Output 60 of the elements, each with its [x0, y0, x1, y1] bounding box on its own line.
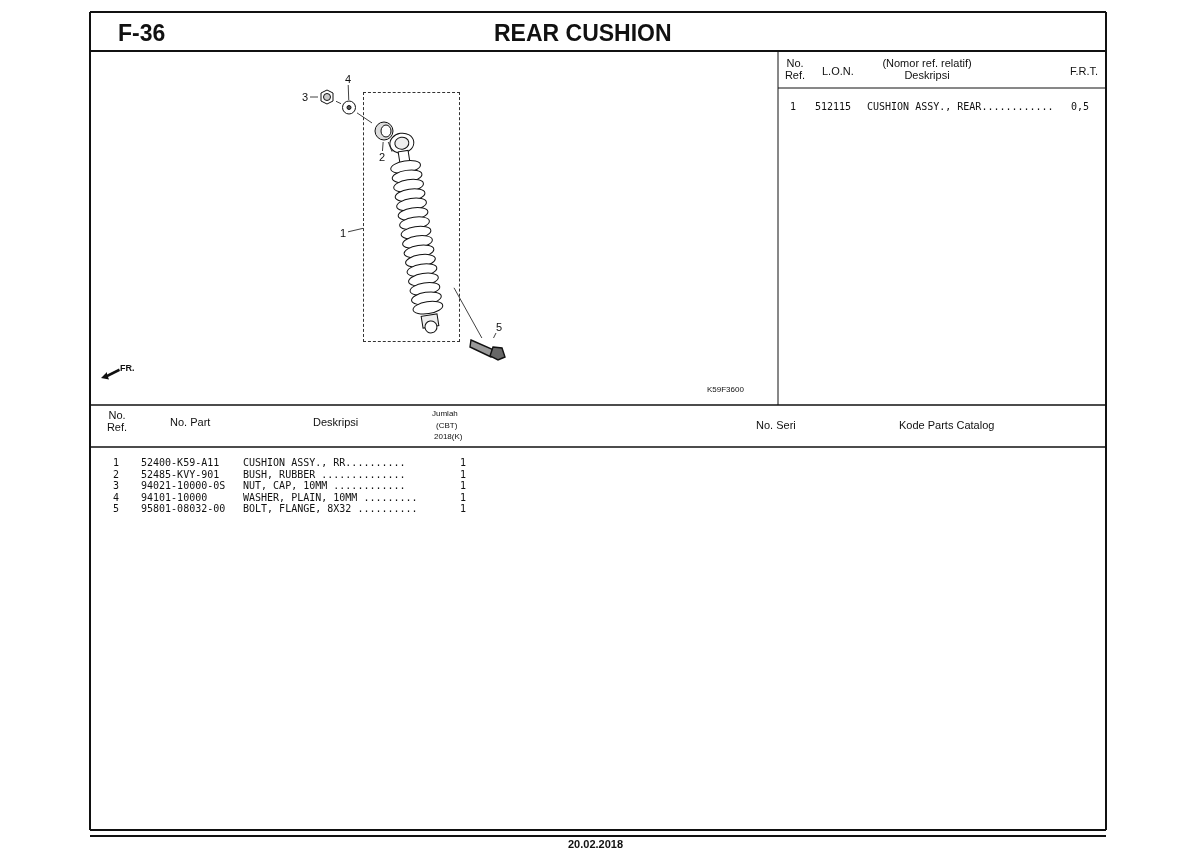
table-cell: WASHER, PLAIN, 10MM .........	[243, 491, 418, 503]
leader-line	[493, 332, 497, 339]
leader-line	[347, 227, 364, 233]
callout-number: 1	[338, 227, 348, 239]
cap-nut-drawing	[318, 88, 336, 106]
table-cell: 2	[113, 468, 120, 480]
washer-drawing	[341, 100, 357, 115]
assembly-outline	[363, 92, 460, 342]
table-cell: 0,5	[1071, 101, 1090, 112]
leader-line	[347, 84, 350, 101]
table-cell: 1	[460, 491, 467, 503]
table-cell: 4	[113, 491, 120, 503]
print-date: 20.02.2018	[568, 838, 624, 848]
table-cell: CUSHION ASSY., REAR............	[867, 101, 1054, 112]
table-cell: NUT, CAP, 10MM ............	[243, 480, 406, 491]
column-header: (Nomor ref. relatif) Deskripsi	[881, 57, 973, 81]
table-cell: 95801-08032-00	[141, 503, 226, 514]
column-header: No. Ref.	[105, 409, 129, 433]
table-cell: 3	[113, 480, 120, 491]
column-header: F.R.T.	[1070, 65, 1099, 77]
page-title: REAR CUSHION	[494, 20, 672, 46]
table-cell: 52485-KVY-901	[141, 468, 220, 480]
table-cell: CUSHION ASSY., RR..........	[243, 457, 406, 468]
table-cell: 1	[460, 480, 467, 491]
column-header: 2018(K)	[434, 431, 463, 443]
table-cell: 512115	[815, 101, 852, 112]
column-header: L.O.N.	[822, 65, 854, 77]
column-header: Kode Parts Catalog	[899, 419, 995, 431]
table-cell: BOLT, FLANGE, 8X32 ..........	[243, 503, 418, 514]
column-header: No. Ref.	[784, 57, 806, 81]
table-cell: 1	[790, 101, 797, 112]
table-cell: 94021-10000-0S	[141, 480, 226, 491]
table-cell: 1	[113, 457, 120, 468]
callout-number: 5	[494, 321, 504, 333]
table-cell: 1	[460, 468, 467, 480]
column-header: No. Part	[170, 416, 211, 428]
page-number: F-36	[118, 20, 166, 46]
leader-line	[309, 96, 319, 98]
table-cell: 94101-10000	[141, 491, 208, 503]
assembly-line	[356, 112, 373, 124]
leader-line	[382, 141, 384, 152]
assembly-line	[387, 141, 393, 153]
column-header: No. Seri	[756, 419, 796, 431]
bolt-drawing	[470, 338, 506, 360]
column-header: (CBT)	[436, 420, 458, 432]
table-cell: 52400-K59-A11	[141, 457, 220, 468]
drawing-code: K59F3600	[707, 384, 744, 396]
table-cell: BUSH, RUBBER ..............	[243, 468, 406, 480]
callout-number: 3	[300, 91, 310, 103]
table-cell: 1	[460, 457, 467, 468]
callout-number: 4	[343, 73, 353, 85]
assembly-line	[453, 287, 483, 339]
direction-label: FR.	[120, 362, 135, 374]
callout-number: 2	[377, 151, 387, 163]
table-cell: 5	[113, 503, 120, 514]
column-header: Deskripsi	[313, 416, 359, 428]
assembly-line	[335, 100, 342, 105]
rubber-bush-drawing	[372, 120, 396, 142]
column-header: Jumlah	[432, 408, 458, 420]
table-cell: 1	[460, 503, 467, 514]
